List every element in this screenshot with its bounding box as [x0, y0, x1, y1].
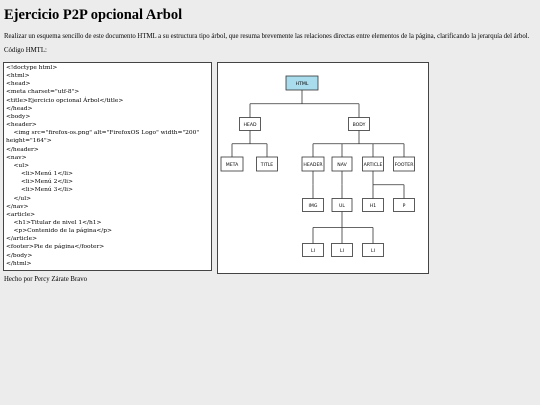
- node-label: NAV: [337, 162, 347, 168]
- tree-node-html: HTML: [285, 75, 319, 91]
- node-box: [393, 156, 415, 172]
- tree-diagram: HTML HEAD BODY META TITLE HEADER NAV ARTICLE FOO…: [220, 75, 415, 257]
- code-line: height="164">: [6, 138, 52, 145]
- node-box: [301, 156, 325, 172]
- node-box: [331, 156, 353, 172]
- code-line: </ul>: [6, 195, 32, 202]
- tree-node-li1: LI: [302, 243, 324, 257]
- code-line: <img src="firefox-os.png" alt="FirefoxOS…: [6, 130, 200, 137]
- tree-node-header: HEADER: [301, 156, 325, 172]
- node-label: TITLE: [260, 162, 274, 168]
- node-box: [362, 243, 384, 257]
- tree-connectors: [231, 90, 405, 244]
- code-line: <li>Menú 1</li>: [6, 171, 73, 178]
- code-line: <meta charset="utf-8">: [6, 89, 80, 96]
- node-label: P: [403, 203, 406, 209]
- code-line: <footer>Pie de página</footer>: [6, 244, 105, 251]
- node-label: BODY: [353, 122, 366, 128]
- node-box: [302, 243, 324, 257]
- node-box: [285, 75, 319, 91]
- node-box: [348, 117, 370, 131]
- code-line: <html>: [6, 73, 30, 80]
- tree-node-body: BODY: [348, 117, 370, 131]
- author-credit: Hecho por Percy Zárate Bravo: [4, 276, 88, 283]
- tree-node-head: HEAD: [239, 117, 261, 131]
- node-label: HEADER: [303, 162, 323, 168]
- tree-node-title: TITLE: [256, 156, 278, 172]
- tree-node-img: IMG: [302, 198, 324, 212]
- node-label: LI: [371, 248, 375, 254]
- code-line: </head>: [6, 105, 33, 112]
- page-title: Ejercicio P2P opcional Arbol: [4, 7, 183, 23]
- node-box: [256, 156, 278, 172]
- code-line: <!doctype html>: [6, 65, 58, 71]
- tree-node-article: ARTICLE: [362, 156, 384, 172]
- node-label: ARTICLE: [364, 162, 383, 168]
- tree-node-li2: LI: [331, 243, 353, 257]
- code-line: </header>: [6, 146, 39, 153]
- code-label: Código HMTL:: [4, 47, 47, 54]
- tree-node-p: P: [393, 198, 415, 212]
- node-box: [393, 198, 415, 212]
- tree-node-nav: NAV: [331, 156, 353, 172]
- intro-paragraph: Realizar un esquema sencillo de este doc…: [4, 33, 530, 40]
- node-box: [362, 156, 384, 172]
- node-label: HEAD: [243, 122, 256, 128]
- tree-node-footer: FOOTER: [393, 156, 415, 172]
- node-label: H1: [370, 203, 376, 209]
- tree-node-h1: H1: [362, 198, 384, 212]
- node-label: UL: [339, 203, 345, 209]
- node-box: [362, 198, 384, 212]
- code-line: <head>: [6, 81, 31, 88]
- code-line: <h1>Titular de nivel 1</h1>: [6, 219, 102, 226]
- html-code-box: <!doctype html> <html><head><meta charset…: [3, 62, 212, 271]
- tree-diagram-box: HTML HEAD BODY META TITLE HEADER NAV ARTICLE FOO…: [217, 62, 429, 274]
- code-line: <li>Menú 2</li>: [6, 179, 73, 186]
- tree-node-li3: LI: [362, 243, 384, 257]
- node-label: FOOTER: [395, 162, 415, 168]
- tree-node-meta: META: [220, 156, 244, 172]
- node-box: [239, 117, 261, 131]
- code-line: </nav>: [6, 203, 29, 210]
- code-line: <p>Contenido de la página</p>: [6, 228, 112, 235]
- tree-node-ul: UL: [331, 198, 353, 212]
- node-label: LI: [340, 248, 344, 254]
- code-line: </html>: [6, 260, 32, 267]
- code-line: <header>: [6, 122, 37, 129]
- code-line: <title>Ejercicio opcional Árbol</title>: [6, 97, 124, 104]
- code-line: <li>Menú 3</li>: [6, 187, 73, 194]
- node-label: LI: [311, 248, 315, 254]
- code-line: <nav>: [6, 154, 27, 161]
- node-box: [302, 198, 324, 212]
- node-box: [331, 198, 353, 212]
- node-label: IMG: [309, 203, 318, 209]
- code-line: <body>: [6, 113, 31, 120]
- node-box: [331, 243, 353, 257]
- code-line: </article>: [6, 236, 38, 243]
- code-line: <article>: [6, 211, 36, 218]
- node-label: META: [226, 162, 239, 168]
- code-line: </body>: [6, 252, 33, 259]
- node-label: HTML: [296, 81, 309, 87]
- code-line: <ul>: [6, 162, 30, 169]
- node-box: [220, 156, 244, 172]
